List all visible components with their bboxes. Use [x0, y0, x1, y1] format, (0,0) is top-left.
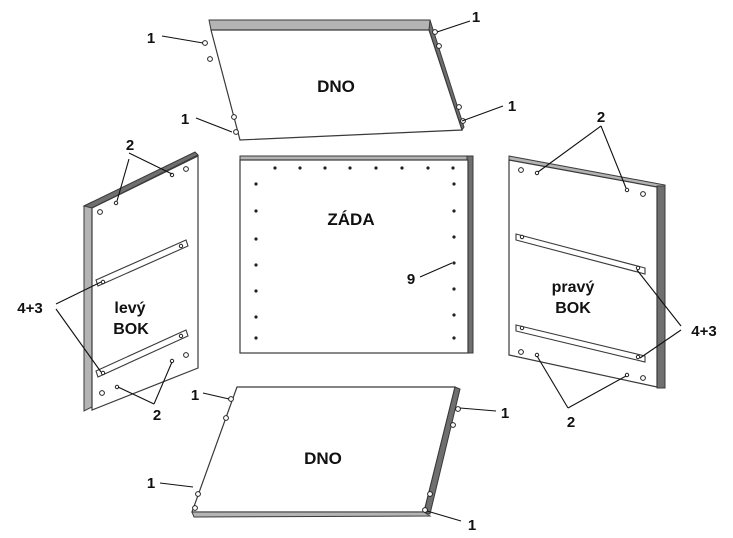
callout-labels: 1 1 1 1 2 2 4+3 9 2 2 4+3 1 1 1 1 [17, 9, 716, 534]
callout-2-left-bottom: 2 [153, 407, 161, 424]
right-bok-label-line2: BOK [555, 300, 591, 317]
callout-1-bottom-right: 1 [501, 405, 509, 422]
bottom-dno-panel: DNO [191, 386, 461, 518]
callout-2-left-top: 2 [126, 137, 134, 154]
back-panel-dots [254, 166, 456, 340]
left-bok-panel: levý BOK [82, 151, 199, 412]
callout-4plus3-right: 4+3 [691, 323, 716, 340]
callout-1-top-right: 1 [472, 9, 480, 26]
leader-lines [55, 20, 682, 522]
callout-1-bottom-left: 1 [191, 387, 199, 404]
left-bok-label-line2: BOK [113, 321, 149, 338]
right-bok-label-line1: pravý [552, 279, 595, 296]
callout-2-right-bottom: 2 [567, 414, 575, 431]
left-bok-label-line1: levý [114, 300, 145, 317]
back-zada-panel: ZÁDA [239, 155, 474, 354]
top-dno-panel: DNO [202, 19, 466, 141]
callout-1-top-right-lower: 1 [508, 98, 516, 115]
callout-1-bottom-right-lower: 1 [468, 517, 476, 533]
bottom-dno-label: DNO [304, 449, 342, 468]
callout-9-back: 9 [407, 271, 415, 288]
callout-1-top-left: 1 [147, 30, 155, 47]
right-bok-panel: pravý BOK [508, 155, 666, 389]
top-dno-label: DNO [317, 77, 355, 96]
callout-2-right-top: 2 [597, 109, 605, 126]
callout-1-top-left-lower: 1 [181, 111, 189, 128]
callout-1-bottom-left-lower: 1 [147, 475, 155, 492]
callout-4plus3-left: 4+3 [17, 300, 42, 317]
back-zada-label: ZÁDA [327, 210, 374, 229]
